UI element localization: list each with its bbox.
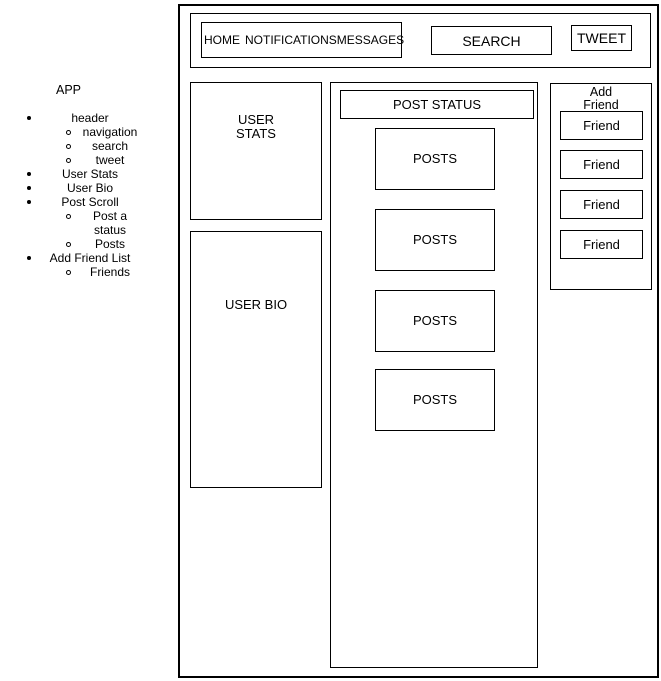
friend-item[interactable]: Friend	[560, 111, 643, 140]
outline-item-label: navigation	[82, 125, 138, 139]
outline-item-status-continuation: status	[0, 223, 180, 237]
friend-item[interactable]: Friend	[560, 190, 643, 219]
post-status-input[interactable]: POST STATUS	[340, 90, 534, 119]
app-outline: header navigation search tweet User Stat…	[0, 111, 180, 279]
outline-item-label: Post a	[92, 209, 128, 223]
outline-item-label: Friends	[89, 265, 130, 279]
friend-item[interactable]: Friend	[560, 230, 643, 259]
nav-home-link[interactable]: HOME	[204, 33, 240, 47]
bullet-circle-icon	[66, 269, 71, 275]
post-item[interactable]: POSTS	[375, 128, 495, 190]
post-item[interactable]: POSTS	[375, 290, 495, 352]
bullet-circle-icon	[66, 241, 71, 247]
outline-item-tweet: tweet	[0, 153, 180, 167]
user-bio-panel: USER BIO	[190, 231, 322, 488]
bullet-disc-icon	[27, 186, 31, 190]
post-item[interactable]: POSTS	[375, 209, 495, 271]
outline-item-post-a: Post a	[0, 209, 180, 223]
outline-item-navigation: navigation	[0, 125, 180, 139]
bullet-circle-icon	[66, 143, 71, 149]
user-bio-label: USER BIO	[224, 297, 288, 312]
app-wireframe-frame	[178, 4, 659, 678]
outline-item-add-friend-list: Add Friend List	[0, 251, 180, 265]
outline-item-label: User Bio	[66, 181, 113, 195]
outline-item-friends: Friends	[0, 265, 180, 279]
outline-item-label: Post Scroll	[61, 195, 119, 209]
friend-list-panel	[550, 83, 652, 290]
add-friend-title: Add Friend	[583, 85, 619, 112]
outline-title: APP	[55, 83, 81, 97]
nav-messages-link[interactable]: MESSAGES	[336, 33, 405, 47]
outline-item-label: search	[91, 139, 129, 153]
bullet-disc-icon	[27, 256, 31, 260]
user-stats-label: USER STATS	[236, 112, 276, 141]
user-stats-panel: USER STATS	[190, 82, 322, 220]
outline-item-user-stats: User Stats	[0, 167, 180, 181]
outline-item-label: status	[93, 223, 126, 237]
outline-item-user-bio: User Bio	[0, 181, 180, 195]
bullet-disc-icon	[27, 172, 31, 176]
outline-item-header: header	[0, 111, 180, 125]
nav-notifications-link[interactable]: NOTIFICATIONS	[245, 33, 337, 47]
header-container	[190, 13, 651, 68]
outline-item-post-scroll: Post Scroll	[0, 195, 180, 209]
tweet-button[interactable]: TWEET	[571, 25, 632, 51]
outline-item-search: search	[0, 139, 180, 153]
bullet-disc-icon	[27, 200, 31, 204]
bullet-circle-icon	[66, 157, 71, 163]
outline-item-label: User Stats	[61, 167, 118, 181]
outline-item-label: tweet	[95, 153, 125, 167]
outline-item-label: Add Friend List	[49, 251, 131, 265]
outline-item-label: header	[71, 111, 109, 125]
outline-item-label: Posts	[94, 237, 125, 251]
outline-item-posts: Posts	[0, 237, 180, 251]
bullet-disc-icon	[27, 116, 31, 120]
search-button[interactable]: SEARCH	[431, 26, 552, 55]
navigation-bar[interactable]: HOME NOTIFICATIONS MESSAGES	[201, 22, 405, 58]
friend-item[interactable]: Friend	[560, 150, 643, 179]
post-scroll-container	[330, 82, 538, 668]
bullet-circle-icon	[66, 213, 71, 219]
post-item[interactable]: POSTS	[375, 369, 495, 431]
bullet-circle-icon	[66, 129, 71, 135]
